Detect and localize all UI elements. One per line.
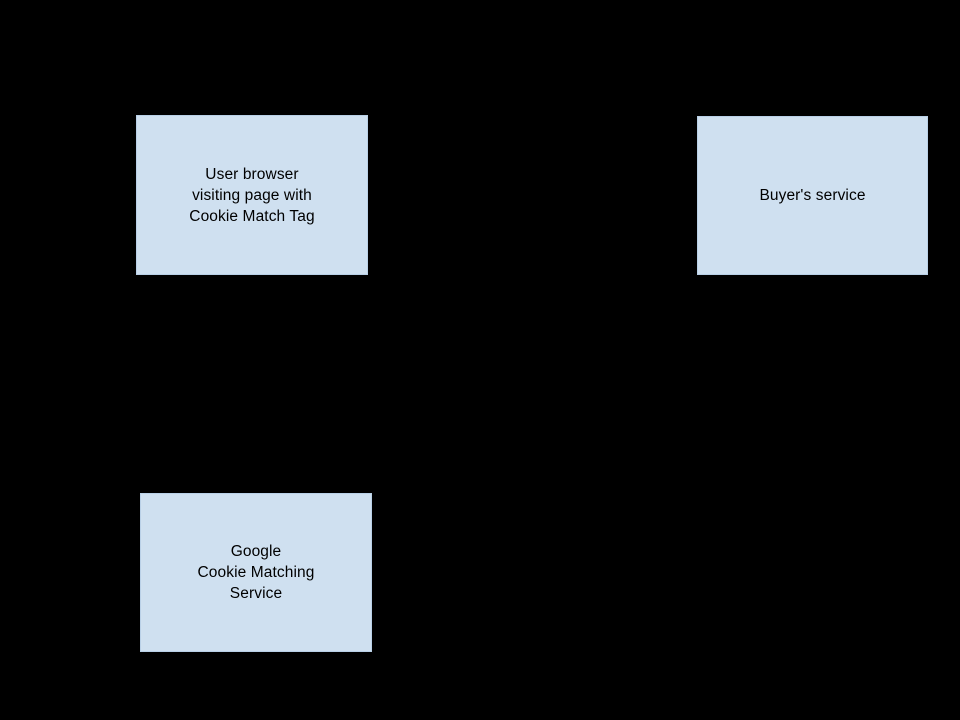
- node-google-cookie-matching-service[interactable]: Google Cookie Matching Service: [140, 493, 372, 652]
- node-buyers-service-label: Buyer's service: [759, 187, 866, 204]
- node-user-browser[interactable]: User browser visiting page with Cookie M…: [136, 115, 368, 275]
- node-google-cookie-matching-service-label: Google Cookie Matching Service: [197, 543, 315, 602]
- node-user-browser-label: User browser visiting page with Cookie M…: [189, 165, 315, 225]
- node-buyers-service[interactable]: Buyer's service: [697, 116, 928, 275]
